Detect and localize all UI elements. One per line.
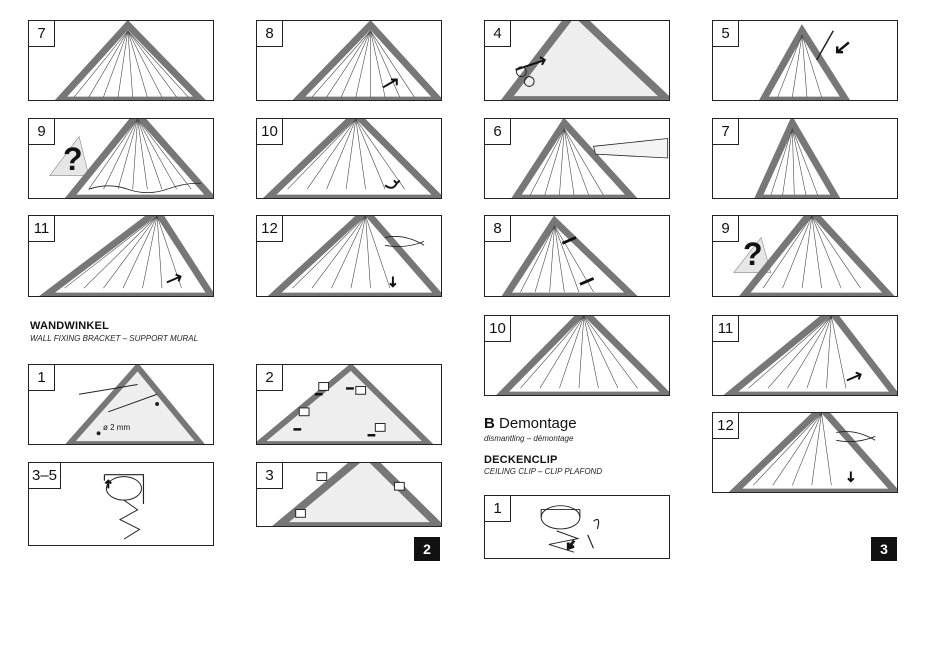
step-panel-left-9: 9 ? <box>28 118 214 199</box>
step-number: 9 <box>29 119 55 145</box>
pleated-blind-illustration <box>713 413 897 492</box>
pleated-blind-illustration <box>29 21 213 100</box>
step-number: 5 <box>713 21 739 47</box>
bracket-step-3-5: 3–5 <box>28 462 214 546</box>
step-number: 2 <box>257 365 283 391</box>
pleated-blind-illustration <box>29 216 213 296</box>
bracket-mount-illustration <box>257 365 441 444</box>
ceiling-clip-heading: DECKENCLIP <box>484 454 558 466</box>
pleated-blind-illustration <box>485 216 669 296</box>
bracket-step-3: 3 <box>256 462 442 527</box>
pleated-blind-illustration <box>713 216 897 296</box>
step-panel-left-7: 7 <box>28 20 214 101</box>
step-panel-right-11: 11 <box>712 315 898 396</box>
bracket-step-1: 1 ø 2 mm <box>28 364 214 445</box>
pleated-blind-illustration <box>485 119 669 198</box>
question-mark-icon: ? <box>63 141 83 178</box>
step-panel-left-11: 11 <box>28 215 214 297</box>
step-number: 3 <box>257 463 283 489</box>
section-b-subtitle: dismantling – démontage <box>484 434 573 443</box>
pleated-blind-illustration <box>713 119 897 198</box>
section-b-heading: B Demontage <box>484 415 577 432</box>
step-number: 9 <box>713 216 739 242</box>
page-number-right: 3 <box>871 537 897 561</box>
step-panel-right-12: 12 <box>712 412 898 493</box>
pleated-blind-illustration <box>713 316 897 395</box>
pleated-blind-illustration <box>713 21 897 100</box>
clip-removal-illustration <box>485 21 669 100</box>
ceiling-clip-subtitle: CEILING CLIP – CLIP PLAFOND <box>484 467 602 476</box>
bracket-mount-illustration <box>257 463 441 526</box>
step-panel-right-7: 7 <box>712 118 898 199</box>
step-number: 7 <box>713 119 739 145</box>
step-number: 4 <box>485 21 511 47</box>
step-number: 10 <box>485 316 511 342</box>
step-number: 3–5 <box>29 463 61 489</box>
step-number: 6 <box>485 119 511 145</box>
step-number: 10 <box>257 119 283 145</box>
ceiling-clip-illustration <box>485 496 669 558</box>
wall-bracket-subtitle: WALL FIXING BRACKET – SUPPORT MURAL <box>30 334 198 343</box>
ceiling-clip-step-1: 1 <box>484 495 670 559</box>
question-mark-icon: ? <box>743 236 763 273</box>
step-panel-right-9: 9 ? <box>712 215 898 297</box>
step-number: 12 <box>257 216 283 242</box>
step-panel-right-6: 6 <box>484 118 670 199</box>
step-number: 1 <box>29 365 55 391</box>
step-number: 8 <box>257 21 283 47</box>
step-number: 8 <box>485 216 511 242</box>
section-title: Demontage <box>499 415 577 432</box>
step-panel-right-5: 5 <box>712 20 898 101</box>
step-panel-left-12: 12 <box>256 215 442 297</box>
section-letter: B <box>484 415 495 432</box>
bracket-step-2: 2 <box>256 364 442 445</box>
pleated-blind-illustration <box>485 316 669 395</box>
step-panel-left-8: 8 <box>256 20 442 101</box>
step-panel-right-10: 10 <box>484 315 670 396</box>
pleated-blind-illustration <box>257 119 441 198</box>
step-number: 7 <box>29 21 55 47</box>
step-panel-right-8: 8 <box>484 215 670 297</box>
pleated-blind-illustration <box>257 216 441 296</box>
step-number: 11 <box>713 316 739 342</box>
drill-illustration <box>29 365 213 444</box>
step-number: 12 <box>713 413 739 439</box>
step-panel-right-4: 4 <box>484 20 670 101</box>
page-number-left: 2 <box>414 537 440 561</box>
step-panel-left-10: 10 <box>256 118 442 199</box>
pleated-blind-illustration <box>29 119 213 198</box>
drill-size-label: ø 2 mm <box>103 423 130 432</box>
wall-bracket-heading: WANDWINKEL <box>30 320 109 332</box>
step-number: 1 <box>485 496 511 522</box>
step-number: 11 <box>29 216 55 242</box>
pleated-blind-illustration <box>257 21 441 100</box>
